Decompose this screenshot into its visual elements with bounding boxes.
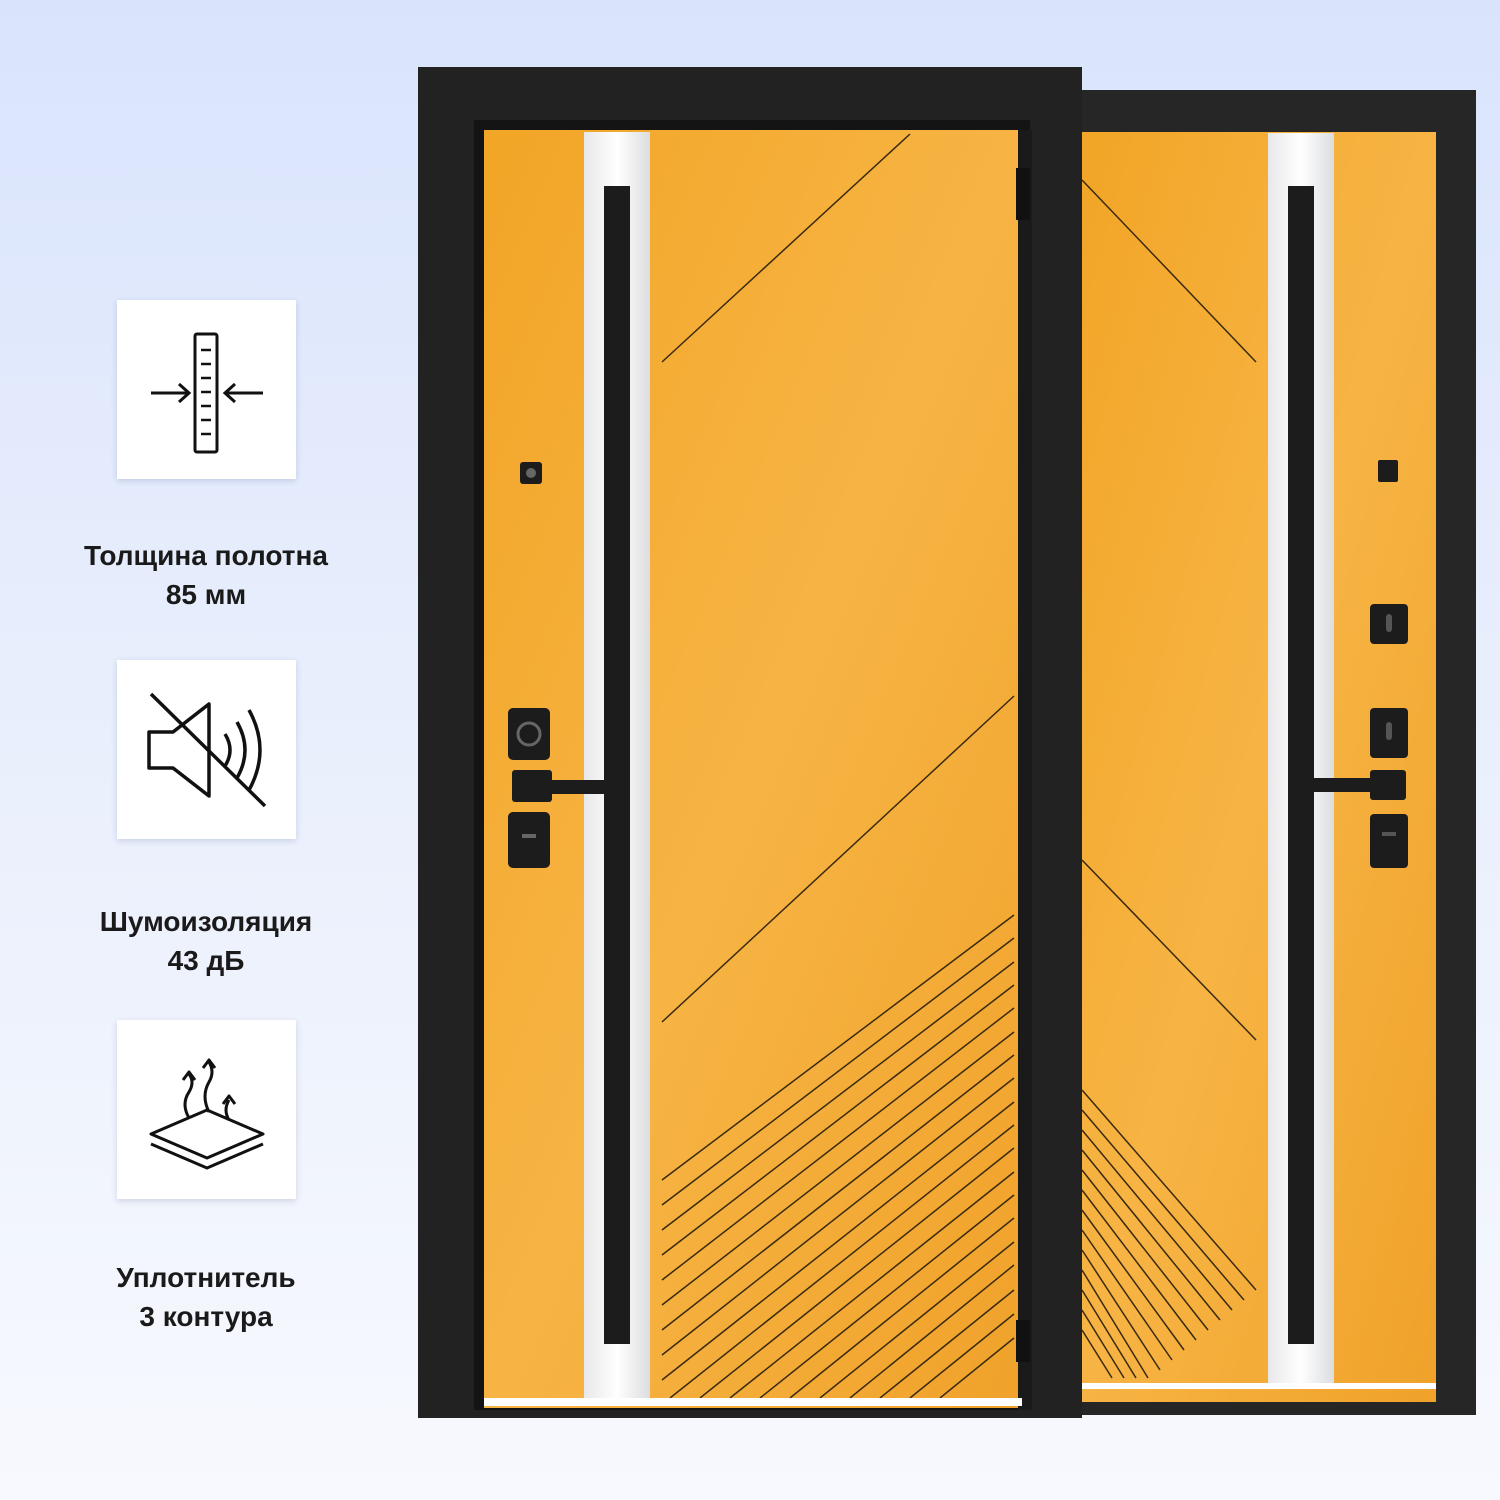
cylinder-lock bbox=[508, 708, 550, 760]
thickness-label: Толщина полотна 85 мм bbox=[40, 536, 372, 614]
bottom-hinge bbox=[1016, 1320, 1030, 1362]
sound-insulation-label: Шумоизоляция 43 дБ bbox=[40, 902, 372, 980]
seal-value: 3 контура bbox=[139, 1301, 273, 1332]
inside-vertical-handle bbox=[1288, 186, 1314, 1344]
inside-decor-lines bbox=[1081, 179, 1257, 1379]
thickness-value: 85 мм bbox=[165, 579, 247, 610]
sound-insulation-icon bbox=[146, 692, 266, 807]
inside-hardware-details bbox=[1382, 614, 1396, 836]
inside-threshold bbox=[1080, 1383, 1436, 1389]
door-inside-view bbox=[1074, 90, 1476, 1415]
thickness-icon bbox=[150, 332, 263, 453]
lever-handle bbox=[512, 780, 608, 794]
seal-layers-icon bbox=[149, 1058, 264, 1169]
outside-decor-lines bbox=[661, 133, 1015, 1399]
thickness-card bbox=[117, 300, 296, 479]
bottom-lock bbox=[508, 812, 550, 868]
top-hinge bbox=[1016, 168, 1030, 220]
outside-vertical-handle bbox=[604, 186, 630, 1344]
sound-insulation-value: 43 дБ bbox=[167, 945, 245, 976]
inside-door-panel bbox=[1080, 132, 1436, 1402]
outside-threshold bbox=[484, 1398, 1022, 1406]
seal-title: Уплотнитель bbox=[116, 1262, 296, 1293]
seal-card bbox=[117, 1020, 296, 1199]
thickness-title: Толщина полотна bbox=[84, 540, 328, 571]
outside-door-edge bbox=[1018, 130, 1032, 1410]
outside-door-panel bbox=[484, 130, 1022, 1408]
sound-insulation-title: Шумоизоляция bbox=[99, 906, 313, 937]
outside-hardware bbox=[508, 462, 608, 868]
door-outside-view bbox=[418, 67, 1082, 1418]
sound-insulation-card bbox=[117, 660, 296, 839]
seal-label: Уплотнитель 3 контура bbox=[40, 1258, 372, 1336]
